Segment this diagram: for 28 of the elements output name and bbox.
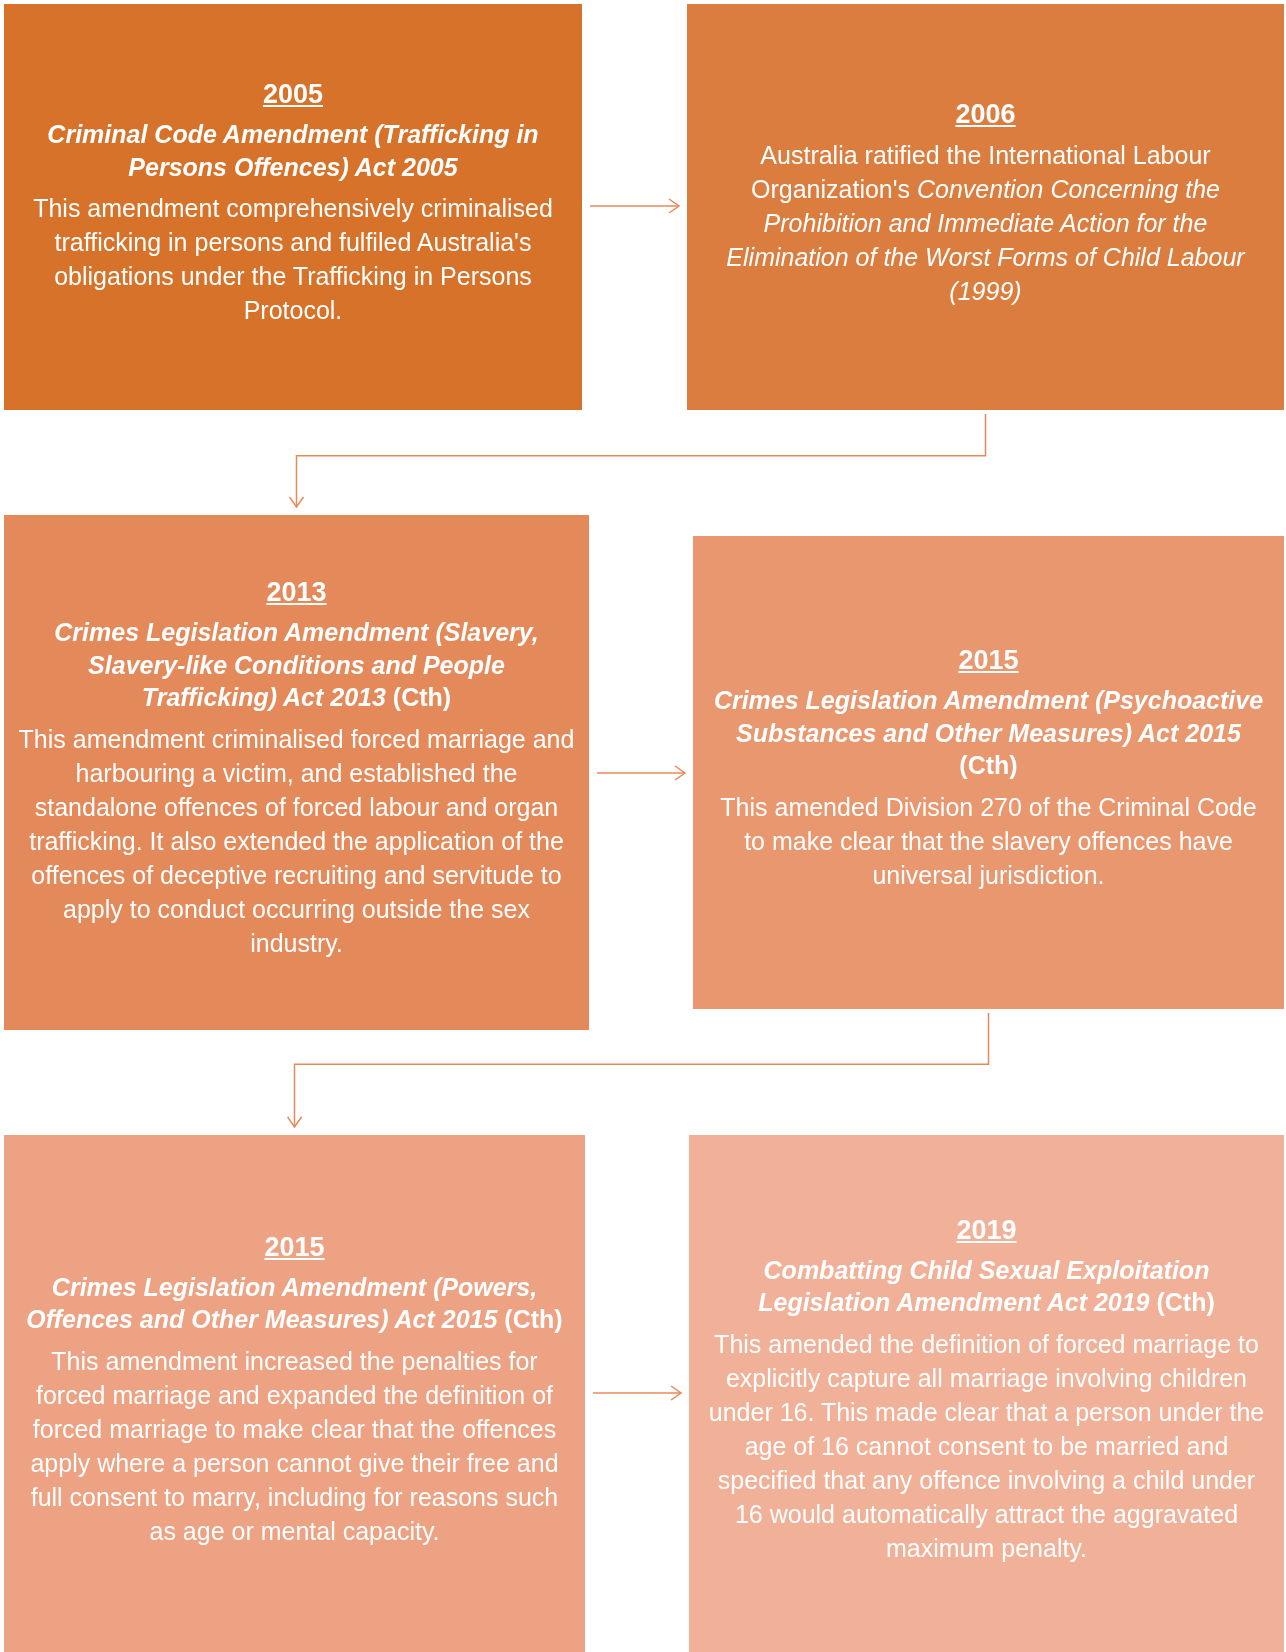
timeline-box: [4, 1135, 585, 1652]
arrow: [589, 198, 680, 214]
year-heading: 2013: [266, 577, 327, 609]
year-heading: 2015: [958, 645, 1019, 677]
act-title: Criminal Code Amendment (Trafficking in Persons Offences) Act 2005: [46, 119, 540, 183]
arrow: [286, 1012, 990, 1128]
timeline-box: [4, 515, 589, 1030]
year-heading: 2019: [956, 1214, 1017, 1246]
timeline-box: [687, 4, 1284, 410]
act-title: Crimes Legislation Amendment (Powers, Offences and Other Measures) Act 2015 (Cth): [25, 1271, 564, 1335]
description-text: This amendment criminalised forced marriage and harbouring a victim, and established the standalone offences of forced labour and organ trafficking. It also extended the application of the offences of deceptive recruiting and servitude to apply to conduct occurring outside the sex industry.: [18, 723, 575, 959]
description-text: This amendment increased the penalties for forced marriage and expanded the definition of forced marriage to make clear that the offences apply where a person cannot give their free and full consent to marry, including for reasons such as age or mental capacity.: [29, 1345, 560, 1547]
arrow: [592, 1385, 682, 1401]
description-text: This amended Division 270 of the Criminal Code to make clear that the slavery offences have universal jurisdiction.: [719, 791, 1258, 891]
arrow: [288, 413, 987, 508]
year-heading: 2005: [262, 79, 324, 110]
description-text: This amended the definition of forced marriage to explicitly capture all marriage involving children under 16. This made clear that a person under the age of 16 cannot consent to be married and specified that any offence involving a child under 16 would automatically attract the aggravated maximum penalty.: [707, 1328, 1266, 1564]
timeline-box: [693, 536, 1284, 1009]
timeline-box: [4, 4, 582, 410]
act-title: Crimes Legislation Amendment (Psychoactive Substances and Other Measures) Act 2015 (Cth): [712, 685, 1265, 782]
year-heading: 2015: [264, 1231, 325, 1263]
year-heading: 2006: [955, 98, 1016, 130]
description-text: This amendment comprehensively criminalised trafficking in persons and fulfiled Australia's obligations under the Trafficking in Persons Protocol.: [32, 193, 554, 326]
act-title: Crimes Legislation Amendment (Slavery, Slavery-like Conditions and People Trafficking) Act 2013 (Cth): [53, 617, 540, 714]
timeline-box: [689, 1135, 1284, 1652]
description-text: Australia ratified the International Labour Organization's Convention Concerning the Prohibition and Immediate Action for the Elimination of the Worst Forms of Child Labour (1999): [725, 139, 1247, 307]
act-title: Combatting Child Sexual Exploitation Legislation Amendment Act 2019 (Cth): [757, 1254, 1216, 1318]
arrow: [596, 765, 686, 781]
